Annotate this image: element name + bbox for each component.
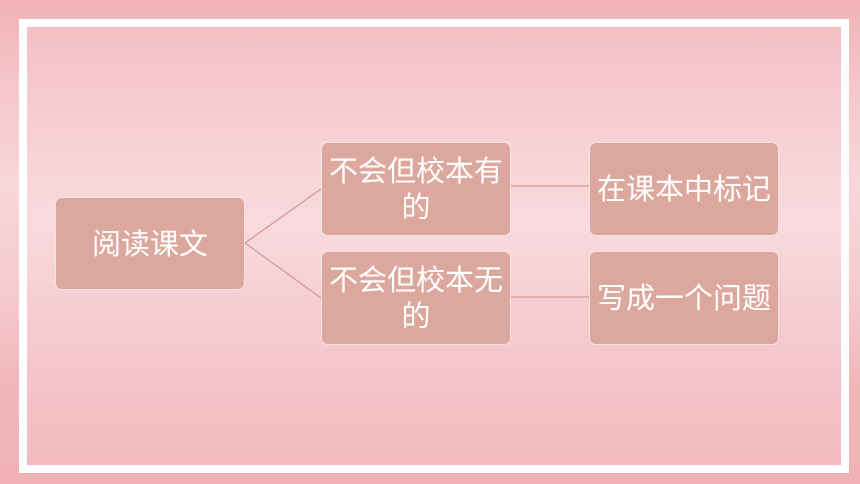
node-write-question: 写成一个问题 [589, 251, 779, 345]
node-mark-in-textbook: 在课本中标记 [589, 142, 779, 236]
node-not-in-textbook-label: 不会但校本无的 [328, 263, 503, 333]
node-write-question-label: 写成一个问题 [596, 281, 771, 315]
node-mark-in-textbook-label: 在课本中标记 [596, 172, 771, 206]
node-in-textbook-label: 不会但校本有的 [328, 154, 503, 224]
connector-root-to-b [244, 242, 322, 299]
connector-root-to-a [244, 188, 322, 244]
node-read-text: 阅读课文 [55, 197, 245, 290]
node-read-text-label: 阅读课文 [91, 226, 208, 261]
node-not-in-textbook: 不会但校本无的 [321, 251, 511, 345]
node-in-textbook: 不会但校本有的 [321, 142, 511, 236]
